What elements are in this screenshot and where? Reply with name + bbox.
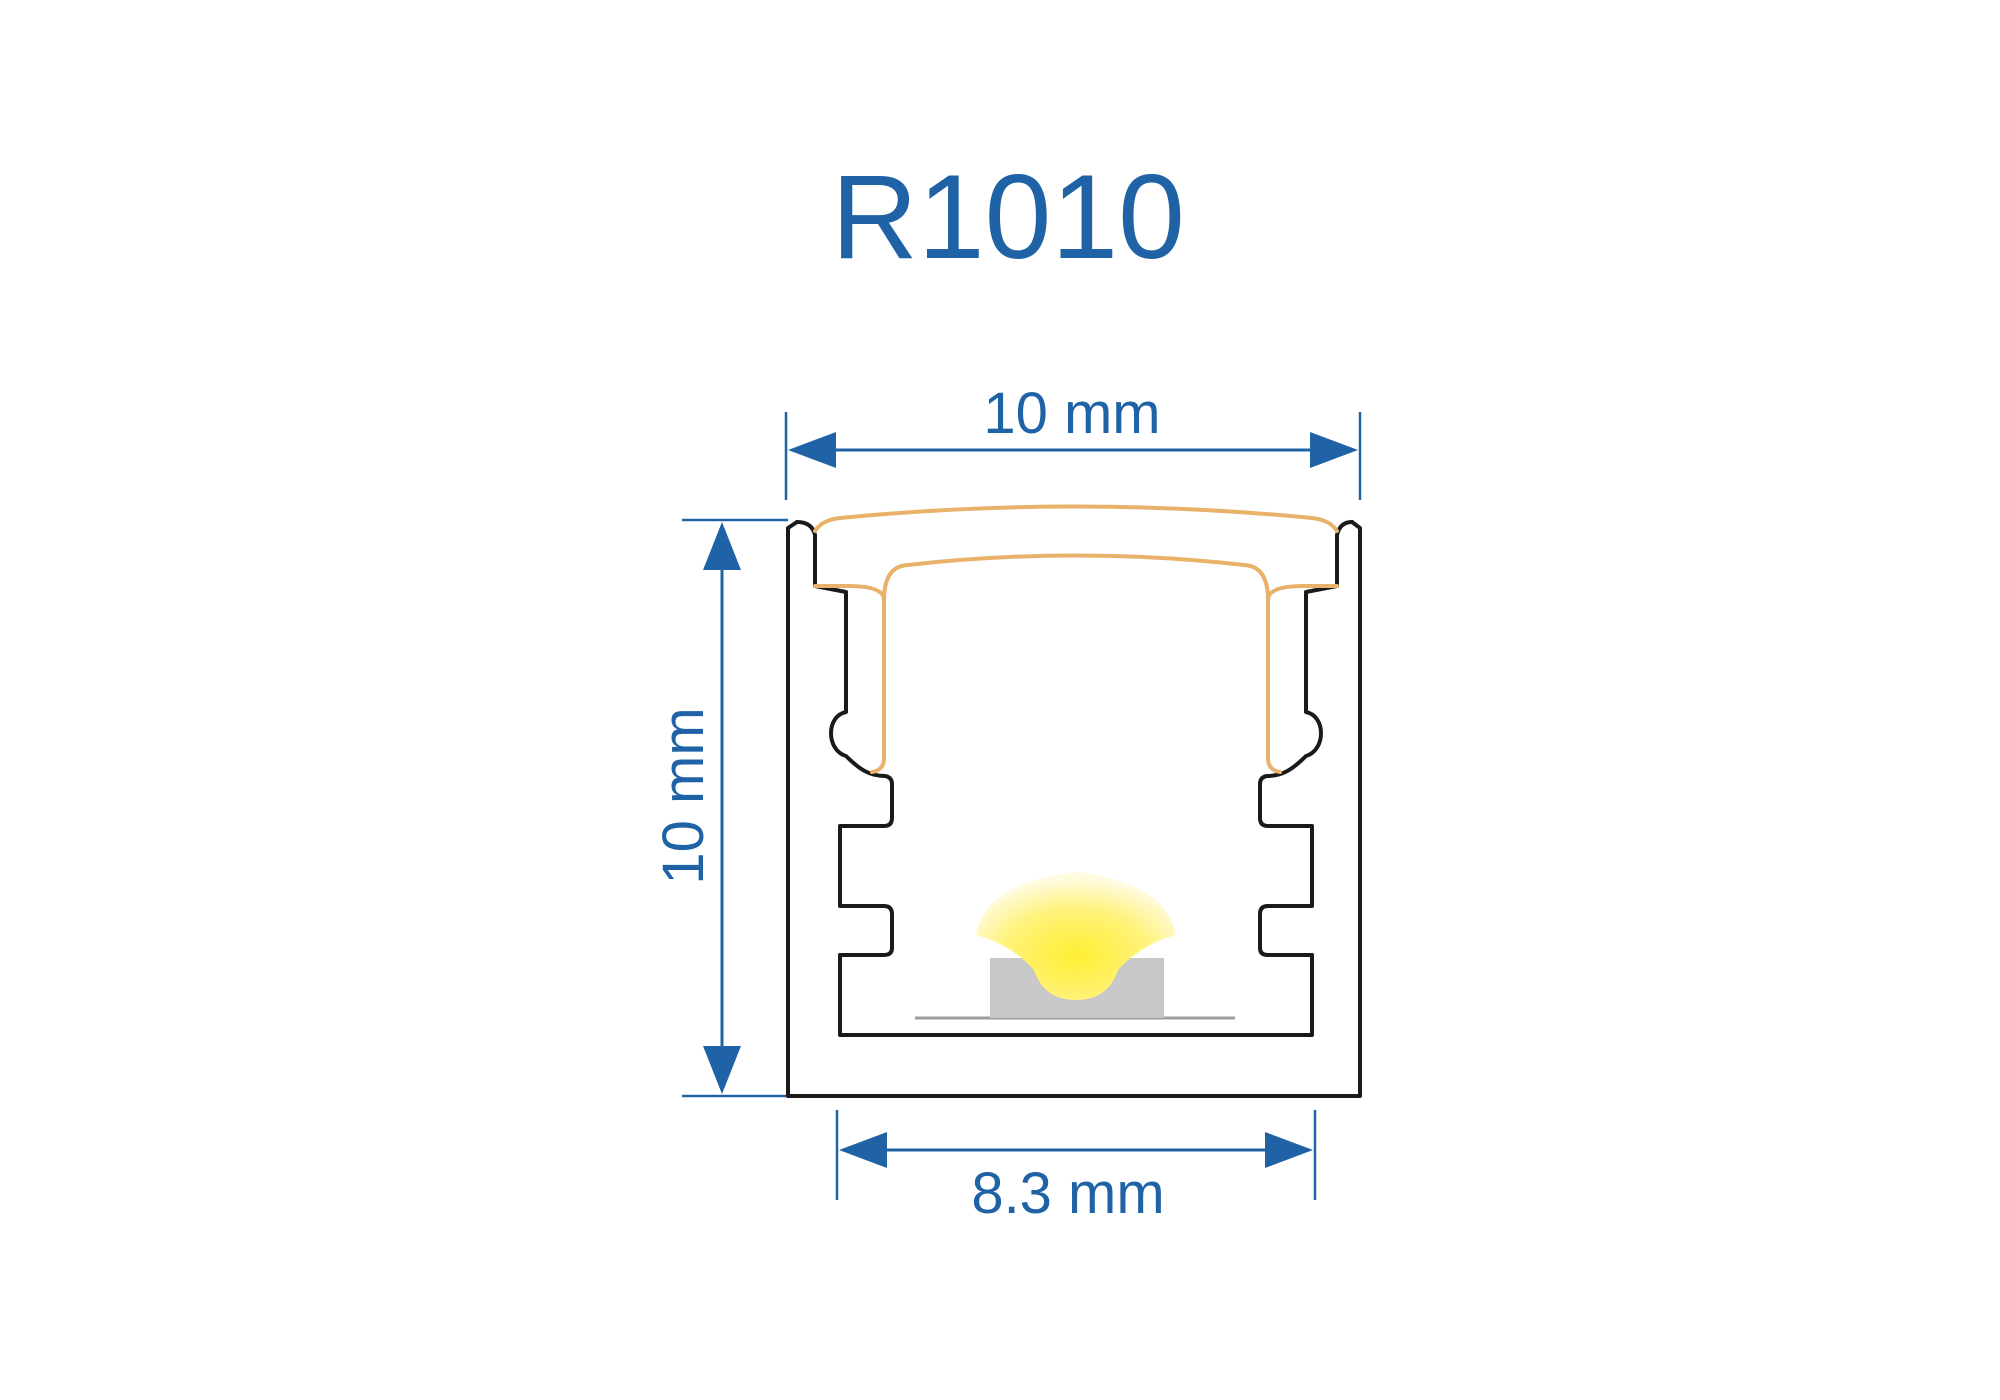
led-strip (915, 872, 1235, 1020)
height-label: 10 mm (651, 707, 716, 884)
arrow-left-icon (839, 1132, 887, 1168)
diffuser-left-leg (813, 584, 886, 774)
top-width-label: 10 mm (983, 381, 1160, 446)
aluminium-profile (786, 520, 1362, 1098)
bottom-width-dimension: 8.3 mm (835, 1110, 1317, 1226)
diffuser-inner-arc (882, 553, 1270, 602)
profile-inner-wall (795, 520, 1354, 1037)
top-width-dimension: 10 mm (784, 381, 1362, 500)
profile-outer-wall (786, 520, 1362, 1098)
arrow-up-icon (703, 522, 741, 570)
diffuser-cover (813, 504, 1339, 774)
arrow-down-icon (703, 1046, 741, 1094)
height-dimension: 10 mm (651, 518, 788, 1098)
arrow-left-icon (788, 432, 836, 468)
diffuser-right-leg (1266, 584, 1339, 774)
diffuser-top-edge (813, 504, 1339, 533)
bottom-width-label: 8.3 mm (971, 1161, 1164, 1226)
arrow-right-icon (1310, 432, 1358, 468)
product-title: R1010 (831, 150, 1185, 284)
led-light-glow (976, 872, 1176, 1000)
arrow-right-icon (1265, 1132, 1313, 1168)
